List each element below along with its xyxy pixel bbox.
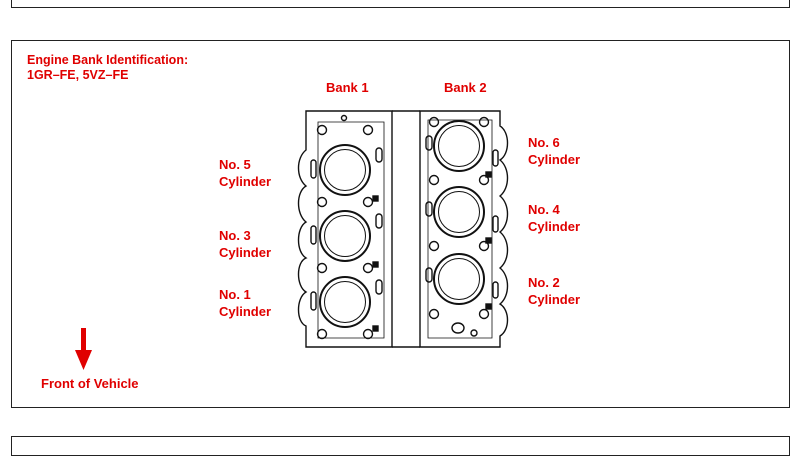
cylinder-2-number: No. 2: [528, 275, 560, 290]
bank-1-head-gasket: [297, 110, 393, 348]
cylinder-6-word: Cylinder: [528, 152, 581, 167]
cylinder-3-word: Cylinder: [219, 245, 272, 260]
cylinder-4-word: Cylinder: [528, 219, 581, 234]
front-arrow-icon: [75, 328, 92, 370]
cylinder-5-word: Cylinder: [219, 174, 272, 189]
front-of-vehicle-label: Front of Vehicle: [41, 376, 139, 391]
cylinder-6-number: No. 6: [528, 135, 560, 150]
cylinder-1-number: No. 1: [219, 287, 251, 302]
bank-1-label: Bank 1: [326, 80, 369, 95]
bank-2-label: Bank 2: [444, 80, 487, 95]
cylinder-4-number: No. 4: [528, 202, 560, 217]
bank-2-head-gasket: [419, 110, 509, 348]
cylinder-3-number: No. 3: [219, 228, 251, 243]
figure-title-line2: 1GR–FE, 5VZ–FE: [27, 68, 129, 82]
previous-section-box: [11, 0, 790, 8]
figure-title-line1: Engine Bank Identification:: [27, 53, 189, 67]
cylinder-2-word: Cylinder: [528, 292, 581, 307]
cylinder-5-number: No. 5: [219, 157, 251, 172]
cylinder-1-word: Cylinder: [219, 304, 272, 319]
